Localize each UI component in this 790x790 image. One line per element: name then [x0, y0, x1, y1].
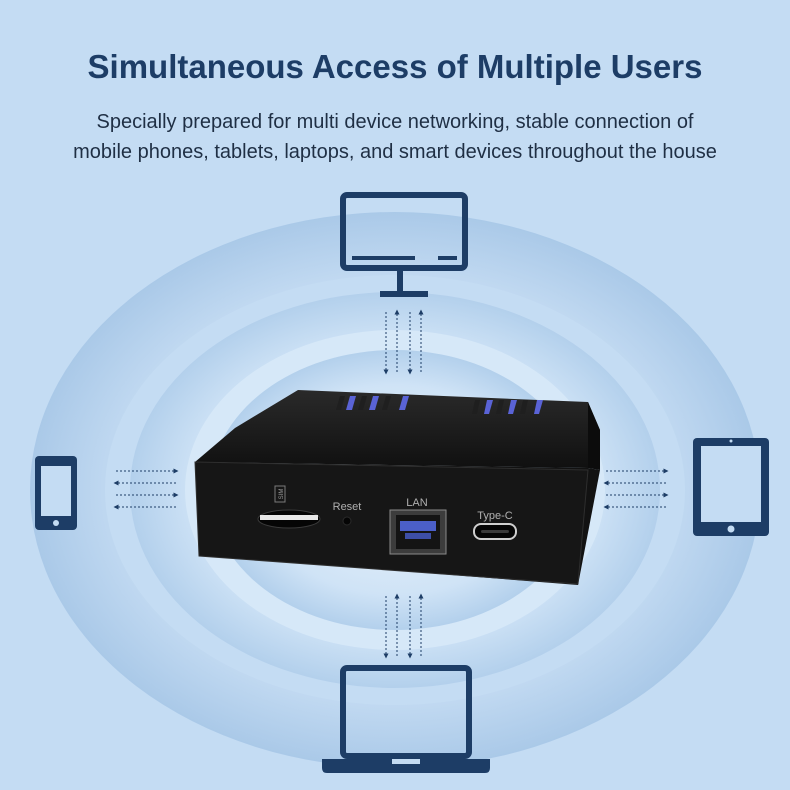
page-subtitle: Specially prepared for multi device netw… [20, 107, 770, 167]
typec-label: Type-C [477, 510, 513, 522]
arrows-to-tablet [603, 468, 669, 510]
reset-label: Reset [333, 501, 362, 513]
reset-button[interactable] [342, 516, 352, 526]
tablet-icon [693, 438, 769, 536]
arrows-to-phone [113, 468, 179, 510]
sim-slot: SIM [257, 485, 321, 529]
laptop-icon [322, 665, 490, 773]
subtitle-line-2: mobile phones, tablets, laptops, and sma… [73, 141, 717, 163]
lan-label: LAN [406, 497, 427, 509]
arrows-to-laptop [383, 593, 424, 659]
phone-icon [35, 456, 77, 530]
router-device: SIM Reset LAN Type-C [194, 390, 600, 585]
subtitle-line-1: Specially prepared for multi device netw… [96, 111, 694, 133]
lan-port [389, 509, 447, 555]
page-title: Simultaneous Access of Multiple Users [87, 48, 703, 85]
sim-label: SIM [279, 489, 285, 500]
monitor-icon [340, 192, 468, 297]
typec-port [473, 523, 517, 540]
arrows-to-monitor [383, 309, 424, 375]
router-vents [336, 396, 543, 414]
